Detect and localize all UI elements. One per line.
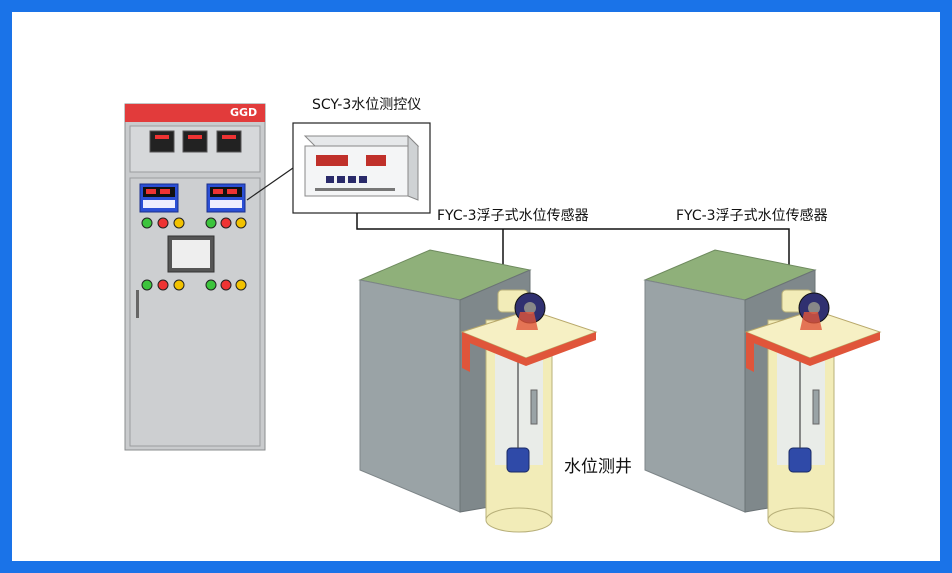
indicator-light-icon	[173, 279, 185, 291]
controller-display	[316, 155, 348, 166]
indicator-light-icon	[235, 279, 247, 291]
panel-instrument	[139, 183, 179, 213]
callout-pointer	[246, 167, 294, 201]
meter-display	[149, 130, 175, 153]
signal-cable	[356, 213, 790, 280]
indicator-light-icon	[205, 217, 217, 229]
well-label: 水位测井	[564, 457, 632, 477]
cabinet-brand-label: GGD	[230, 106, 258, 119]
sensor-label-2: FYC-3浮子式水位传感器	[676, 208, 828, 224]
indicator-light-icon	[220, 217, 232, 229]
indicator-light-icon	[220, 279, 232, 291]
sensor-label-1: FYC-3浮子式水位传感器	[437, 208, 589, 224]
indicator-light-icon	[157, 217, 169, 229]
indicator-light-icon	[173, 217, 185, 229]
meter-display	[216, 130, 242, 153]
indicator-light-icon	[141, 217, 153, 229]
float-icon	[506, 447, 530, 473]
meter-display	[182, 130, 208, 153]
panel-instrument	[206, 183, 246, 213]
controller-label: SCY-3水位测控仪	[312, 97, 422, 113]
water-well	[643, 249, 882, 533]
indicator-light-icon	[157, 279, 169, 291]
controller-display	[366, 155, 386, 166]
controller-callout	[292, 122, 431, 214]
float-icon	[788, 447, 812, 473]
cabinet-top-strip	[125, 104, 265, 122]
door-handle	[136, 290, 139, 318]
indicator-light-icon	[141, 279, 153, 291]
indicator-light-icon	[205, 279, 217, 291]
water-well	[358, 249, 598, 533]
control-cabinet	[124, 103, 266, 451]
indicator-light-icon	[235, 217, 247, 229]
